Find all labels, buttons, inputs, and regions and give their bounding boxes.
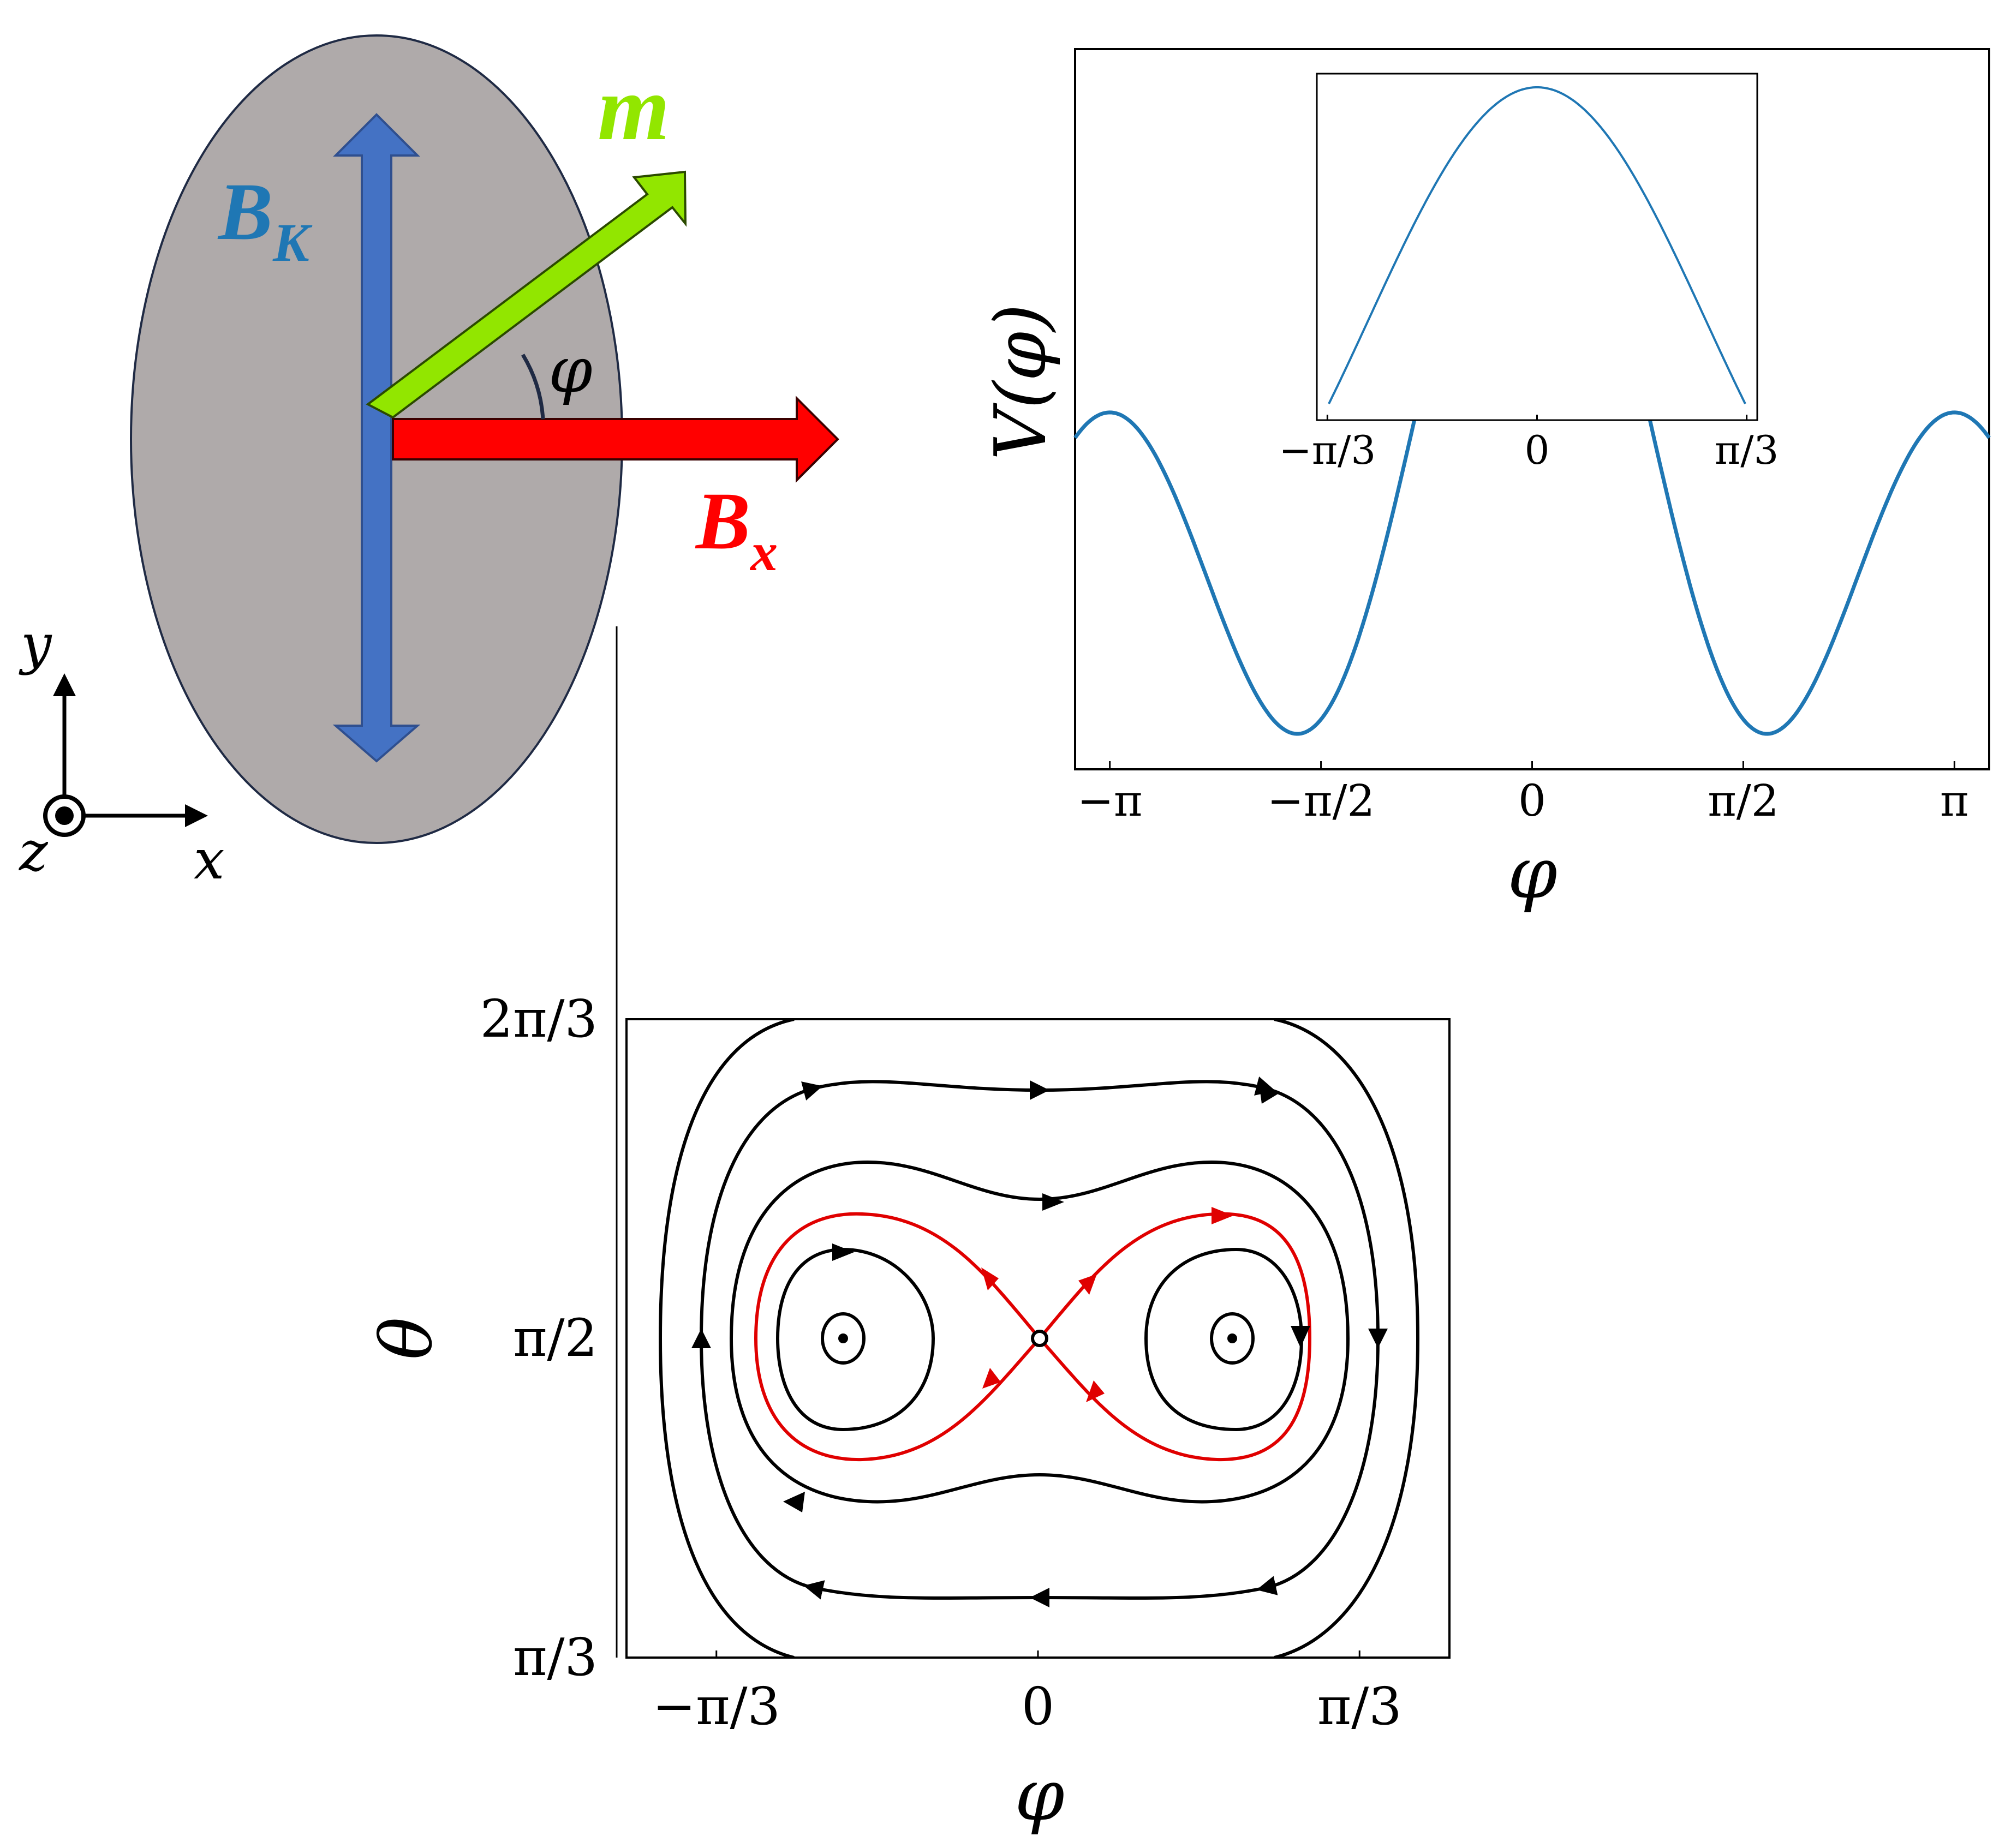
phase-ticks: −π/3 0 π/3 π/3 π/2 2π/3 xyxy=(480,626,1402,1737)
inset-curve xyxy=(1328,86,1746,404)
magnet-schematic: BK m Bx φ xyxy=(130,34,839,844)
axis-y-label: y xyxy=(19,612,52,676)
arrow-head xyxy=(1291,1326,1310,1348)
bk-arrow xyxy=(332,113,421,763)
inset-x-tick-label: 0 xyxy=(1525,427,1550,473)
orbit-right-inner xyxy=(1144,1247,1304,1432)
axis-z-label: z xyxy=(19,820,49,883)
center-right-dot xyxy=(1227,1333,1237,1343)
phi-angle-arc xyxy=(521,354,545,420)
orbit-outer xyxy=(658,1019,795,1658)
potential-x-tick-label: π xyxy=(1940,775,1969,826)
arrow-head xyxy=(1212,1207,1233,1224)
potential-x-ticks: −π −π/2 0 π/2 π xyxy=(1077,761,1969,826)
phase-xlabel: φ xyxy=(1015,1754,1064,1837)
arrow-head xyxy=(1042,1193,1064,1211)
axis-x-label: x xyxy=(194,828,224,892)
phase-portrait-chart: −π/3 0 π/3 π/3 π/2 2π/3 φ θ xyxy=(365,626,1451,1837)
m-arrow xyxy=(366,170,687,419)
arrow-head xyxy=(1078,1274,1097,1295)
phase-x-tick-label: −π/3 xyxy=(653,1677,781,1737)
potential-xlabel: φ xyxy=(1507,832,1557,914)
arrow-head xyxy=(981,1267,999,1290)
bk-subscript: K xyxy=(272,212,313,273)
orbit-2 xyxy=(701,1081,1378,1598)
arrow-head xyxy=(783,1492,805,1512)
arrow-head xyxy=(982,1368,1001,1389)
center-right-ring xyxy=(1210,1312,1255,1365)
inset-x-tick-label: π/3 xyxy=(1715,427,1779,473)
orbit-outer-right xyxy=(1274,1019,1420,1658)
arrow-head xyxy=(1259,1083,1280,1104)
bx-subscript: x xyxy=(749,522,778,582)
arrow-head xyxy=(1086,1380,1105,1402)
potential-x-tick-label: −π xyxy=(1077,775,1143,826)
bk-label: BK xyxy=(217,166,313,273)
phase-y-tick-label: π/3 xyxy=(513,1628,598,1688)
phase-y-tick-label: 2π/3 xyxy=(480,989,598,1049)
potential-x-tick-label: 0 xyxy=(1518,775,1546,826)
potential-x-tick-label: −π/2 xyxy=(1267,775,1375,826)
inset-x-tick-label: −π/3 xyxy=(1279,427,1376,473)
arrow-head xyxy=(832,1243,854,1261)
bx-arrow xyxy=(392,396,839,483)
potential-chart: −π −π/2 0 π/2 π φ V(φ) −π/3 0 π/3 xyxy=(979,48,1991,914)
phase-x-tick-label: 0 xyxy=(1022,1677,1054,1737)
center-left-ring xyxy=(821,1312,866,1365)
phase-x-tick-label: π/3 xyxy=(1317,1677,1402,1737)
center-left-dot xyxy=(838,1333,848,1343)
inset-frame xyxy=(1316,73,1758,421)
phi-angle-label: φ xyxy=(548,334,593,407)
phase-ylabel: θ xyxy=(365,1317,448,1360)
z-axis-symbol-dot xyxy=(55,806,74,825)
orbit-left-inner xyxy=(775,1247,935,1432)
saddle-point xyxy=(1031,1330,1048,1347)
m-label: m xyxy=(598,57,670,159)
orbit-3 xyxy=(729,1160,1350,1504)
coordinate-axes: y x z xyxy=(19,612,224,892)
potential-ylabel: V(φ) xyxy=(979,304,1062,460)
phase-y-tick-label: π/2 xyxy=(513,1308,598,1368)
phase-curves xyxy=(658,1019,1420,1658)
bx-label: Bx xyxy=(695,476,778,582)
potential-x-tick-label: π/2 xyxy=(1708,775,1779,826)
inset-x-ticks: −π/3 0 π/3 xyxy=(1279,415,1779,473)
